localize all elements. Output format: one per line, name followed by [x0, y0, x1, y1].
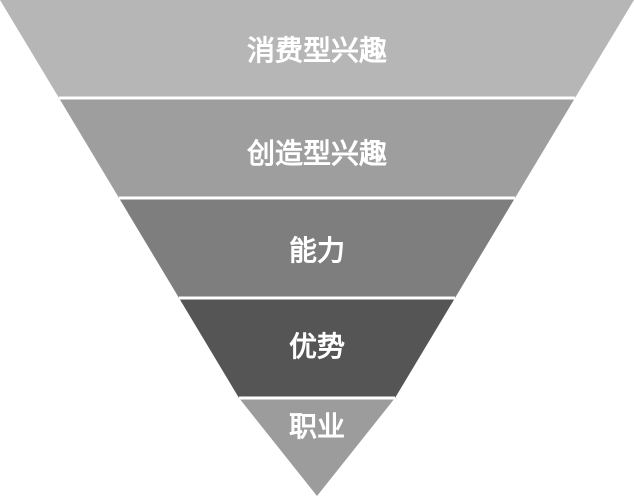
level-label-strength: 优势	[289, 330, 345, 363]
level-label-ability: 能力	[289, 234, 345, 267]
level-label-consumer-interest: 消费型兴趣	[247, 34, 387, 67]
funnel-level-ability: 能力	[119, 198, 515, 298]
funnel-band-ability	[119, 198, 515, 298]
funnel-band-creative-interest	[59, 98, 575, 198]
level-label-career: 职业	[289, 410, 345, 443]
band-separators	[59, 96, 575, 400]
funnel-band-strength	[179, 298, 455, 398]
level-label-creative-interest: 创造型兴趣	[246, 137, 387, 170]
funnel-level-strength: 优势	[179, 298, 455, 398]
funnel-band-consumer-interest	[0, 0, 634, 98]
funnel-level-consumer-interest: 消费型兴趣	[0, 0, 634, 98]
funnel-band-career	[239, 398, 395, 496]
funnel-level-creative-interest: 创造型兴趣	[59, 98, 575, 198]
funnel-level-career: 职业	[239, 398, 395, 496]
